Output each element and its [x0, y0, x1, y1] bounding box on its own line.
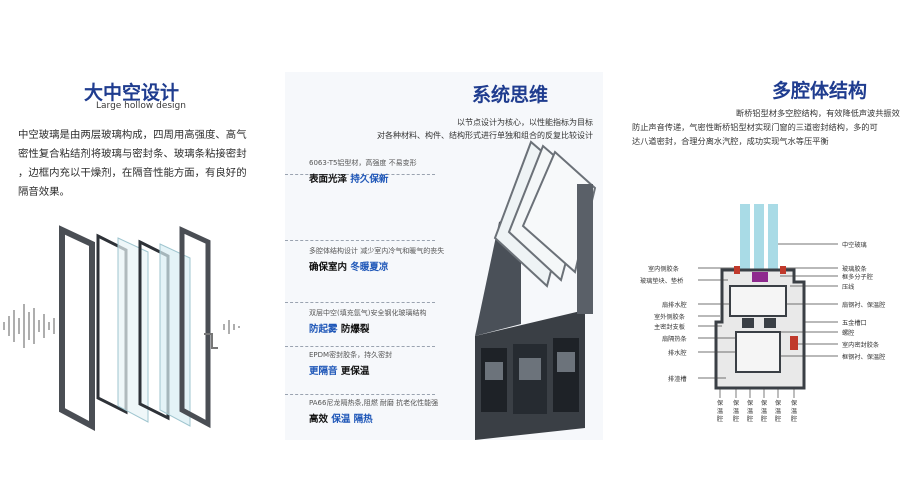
panel1-title: 大中空设计 [84, 82, 180, 104]
diagram-label: 排渣槽 [668, 376, 687, 383]
diagram-label-vertical: 保温腔 [774, 400, 782, 423]
callout-aluminium: 6063-T5铝型材，高强度 不易变形 表面光泽 持久保新 [309, 158, 469, 185]
diagram-label-vertical: 保温腔 [732, 400, 740, 423]
cross-section-diagram [698, 204, 838, 398]
callout-caption: EPDM密封胶条，持久密封 [309, 351, 393, 359]
callout-multi-cavity: 多腔体结构设计 减少室内冷气和暖气的丧失 确保室内 冬暖夏凉 [309, 246, 469, 273]
leader-line [285, 240, 435, 241]
panel-hollow-design: 大中空设计 Large hollow design 中空玻璃是由两层玻璃构成，四… [0, 72, 276, 440]
diagram-label: 扇排水腔 [662, 302, 687, 309]
hl-blue: 更隔音 [309, 366, 338, 377]
callout-pa66: PA66尼龙隔热条,阻燃 耐磨 抗老化性能强 高效 保温 隔热 [309, 398, 469, 425]
diagram-label: 排水腔 [668, 350, 687, 357]
hl-blue: 保温 隔热 [331, 414, 373, 425]
panel3-line: 断桥铝型材多空腔结构，有效降低声波共振效应 [736, 108, 900, 118]
callout-caption: 多腔体结构设计 减少室内冷气和暖气的丧失 [309, 247, 445, 255]
leader-line [285, 346, 435, 347]
callout-highlight: 确保室内 冬暖夏凉 [309, 259, 469, 273]
panel3-title: 多腔体结构 [772, 80, 868, 102]
panel1-line: 隔音效果。 [18, 186, 70, 198]
panel1-line: ，边框内充以干燥剂，在隔音性能方面，有良好的 [18, 167, 247, 179]
window-profile-illustration [475, 140, 597, 440]
diagram-label: 主密封支板 [654, 324, 685, 331]
diagram-label: 室内密封胶条 [842, 342, 880, 349]
panel1-body: 中空玻璃是由两层玻璃构成，四周用高强度、高气 密性复合粘结剂将玻璃与密封条、玻璃… [18, 126, 268, 202]
diagram-label: 中空玻璃 [842, 242, 867, 249]
diagram-label-vertical: 保温腔 [790, 400, 798, 423]
diagram-label: 玻璃胶条 [842, 266, 867, 273]
panel2-subtitle: 以节点设计为核心，以性能指标为目标 对各种材料、构件、结构形式进行单独和组合的反… [377, 116, 593, 142]
diagram-label-vertical: 保温腔 [716, 400, 724, 423]
diagram-label: 五金槽口 [842, 320, 867, 327]
hl-plain: 表面光泽 [309, 174, 351, 185]
outer-frame [59, 225, 95, 431]
leader-line [285, 302, 435, 303]
diagram-label: 螺腔 [842, 330, 855, 337]
panel2-subtitle-line: 以节点设计为核心，以性能指标为目标 [457, 118, 593, 127]
hl-plain: 高效 [309, 414, 332, 425]
panel1-subtitle: Large hollow design [96, 101, 186, 111]
callout-highlight: 表面光泽 持久保新 [309, 171, 469, 185]
panel2-subtitle-line: 对各种材料、构件、结构形式进行单独和组合的反复比较设计 [377, 131, 593, 140]
hl-blue: 持久保新 [350, 174, 389, 185]
panel2-title: 系统思维 [472, 84, 549, 106]
diagram-label: 玻璃垫块、垫桥 [640, 278, 684, 285]
diagram-label: 室外侧胶条 [654, 314, 685, 321]
diagram-label: 扇隔热条 [662, 336, 687, 343]
hl-blue: 防起雾 [309, 324, 338, 335]
callout-epdm: EPDM密封胶条，持久密封 更隔音 更保温 [309, 350, 469, 377]
exploded-glass-illustration [3, 225, 240, 431]
panel-system-thinking: 系统思维 以节点设计为核心，以性能指标为目标 对各种材料、构件、结构形式进行单独… [285, 72, 603, 440]
callout-double-glass: 双层中空(填充氩气)安全钢化玻璃结构 防起雾 防爆裂 [309, 308, 469, 335]
callout-caption: 6063-T5铝型材，高强度 不易变形 [309, 159, 417, 167]
hl-tail: 防爆裂 [337, 324, 370, 335]
panel1-line: 密性复合粘结剂将玻璃与密封条、玻璃条粘接密封 [18, 148, 247, 160]
callout-highlight: 高效 保温 隔热 [309, 411, 469, 425]
callout-caption: 双层中空(填充氩气)安全钢化玻璃结构 [309, 309, 427, 317]
diagram-label: 框多分子腔 [842, 274, 873, 281]
diagram-label-vertical: 保温腔 [746, 400, 754, 423]
sound-wave-icon [3, 304, 55, 348]
panel3-body: 断桥铝型材多空腔结构，有效降低声波共振效应 防止声音传递，气密性断桥铝型材实现门… [632, 106, 900, 148]
leader-line [285, 174, 435, 175]
diagram-label-vertical: 保温腔 [760, 400, 768, 423]
callout-highlight: 更隔音 更保温 [309, 363, 469, 377]
panel1-line: 中空玻璃是由两层玻璃构成，四周用高强度、高气 [18, 129, 247, 141]
hl-plain: 确保室内 [309, 262, 351, 273]
diagram-label: 压线 [842, 284, 855, 291]
diagram-label: 室内侧胶条 [648, 266, 679, 273]
diagram-label: 框钢衬、保温腔 [842, 354, 886, 361]
hl-tail: 更保温 [337, 366, 370, 377]
panel-multi-cavity: 多腔体结构 断桥铝型材多空腔结构，有效降低声波共振效应 防止声音传递，气密性断桥… [604, 72, 900, 440]
callout-caption: PA66尼龙隔热条,阻燃 耐磨 抗老化性能强 [309, 399, 439, 407]
panel3-line: 达八道密封，合理分离水汽腔，成功实现气水等压平衡 [632, 136, 829, 146]
callout-highlight: 防起雾 防爆裂 [309, 321, 469, 335]
diagram-label: 扇钢衬、保温腔 [842, 302, 886, 309]
leader-line [285, 394, 435, 395]
handle-icon [204, 333, 218, 349]
panel3-line: 防止声音传递，气密性断桥铝型材实现门窗的三道密封结构，多的可 [632, 122, 878, 132]
hl-blue: 冬暖夏凉 [350, 262, 389, 273]
